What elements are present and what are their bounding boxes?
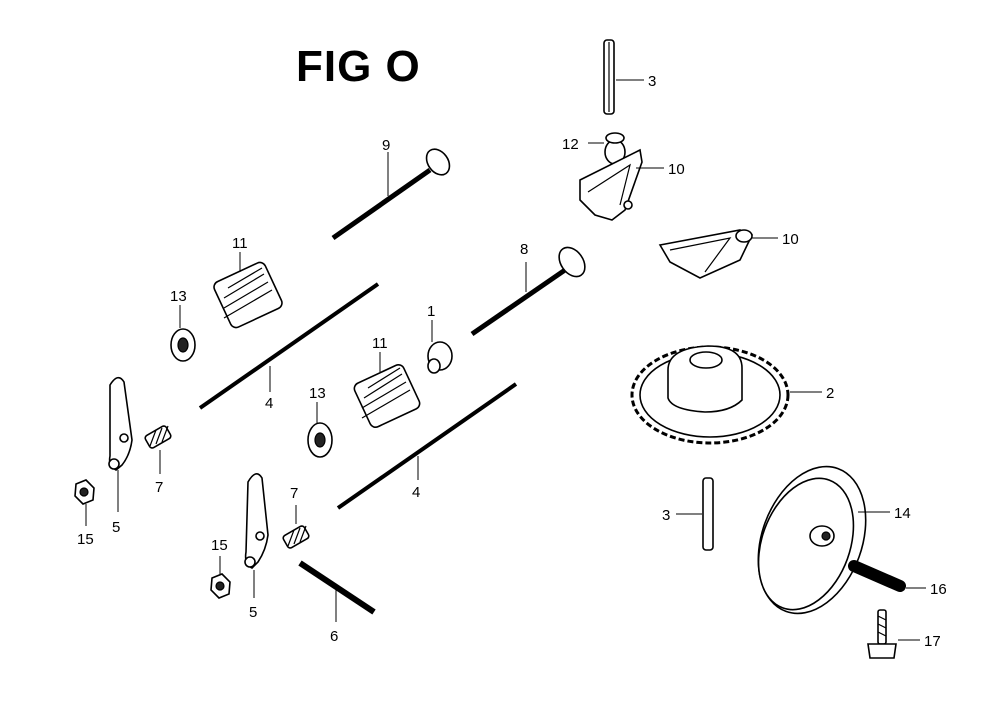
- callout-17: 17: [924, 633, 941, 650]
- adjust-screw-lower: 7: [282, 485, 310, 549]
- pin-top: 3: [603, 39, 656, 115]
- adjust-screw-upper: 7: [144, 425, 172, 496]
- pin-lower: 3: [662, 477, 714, 551]
- callout-16: 16: [930, 581, 947, 598]
- valve-seal-lower: 13: [307, 385, 333, 458]
- callout-10-lower: 10: [782, 231, 799, 248]
- valve-lower: 8: [470, 241, 586, 337]
- callout-11-upper: 11: [232, 235, 248, 252]
- callout-5-left: 5: [112, 519, 120, 536]
- callout-13-upper: 13: [170, 288, 187, 305]
- callout-7-upper: 7: [155, 479, 163, 496]
- callout-12: 12: [562, 136, 579, 153]
- callout-13-lower: 13: [309, 385, 326, 402]
- callout-4-upper: 4: [265, 395, 273, 412]
- callout-15-left: 15: [77, 531, 94, 548]
- nut-right: 15: [210, 537, 231, 599]
- valve-upper: 9: [331, 137, 451, 241]
- valve-spring-lower: 11: [353, 335, 421, 428]
- callout-3-lower: 3: [662, 507, 670, 524]
- camshaft-gear: 2: [630, 345, 834, 445]
- figure-title: FIG O: [296, 42, 421, 91]
- tappet-arm-left: 5: [108, 376, 133, 536]
- valve-retainer: 1: [427, 303, 453, 374]
- callout-4-lower: 4: [412, 484, 420, 501]
- callout-3-top: 3: [648, 73, 656, 90]
- callout-2: 2: [826, 385, 834, 402]
- governor-pin: 16: [848, 560, 947, 598]
- callout-1: 1: [427, 303, 435, 320]
- governor-disc: 14: [757, 465, 911, 615]
- tappet-arm-right: 5: [244, 473, 269, 621]
- callout-7-lower: 7: [290, 485, 298, 502]
- callout-9: 9: [382, 137, 390, 154]
- valve-seal-upper: 13: [170, 288, 196, 362]
- push-rod-upper: 4: [198, 282, 380, 412]
- callout-5-right: 5: [249, 604, 257, 621]
- rocker-arm-upper: 10: [579, 148, 685, 221]
- valve-spring-upper: 11: [213, 235, 283, 329]
- callout-8: 8: [520, 241, 528, 258]
- callout-11-lower: 11: [372, 335, 388, 352]
- rocker-shaft: 6: [298, 560, 376, 645]
- rocker-arm-lower: 10: [658, 229, 799, 279]
- callout-15-right: 15: [211, 537, 228, 554]
- nut-left: 15: [74, 479, 95, 548]
- push-rod-lower: 4: [336, 382, 518, 510]
- callout-10-upper: 10: [668, 161, 685, 178]
- callout-6: 6: [330, 628, 338, 645]
- governor-bolt: 17: [867, 609, 941, 659]
- callout-14: 14: [894, 505, 911, 522]
- collar: 12: [562, 132, 626, 165]
